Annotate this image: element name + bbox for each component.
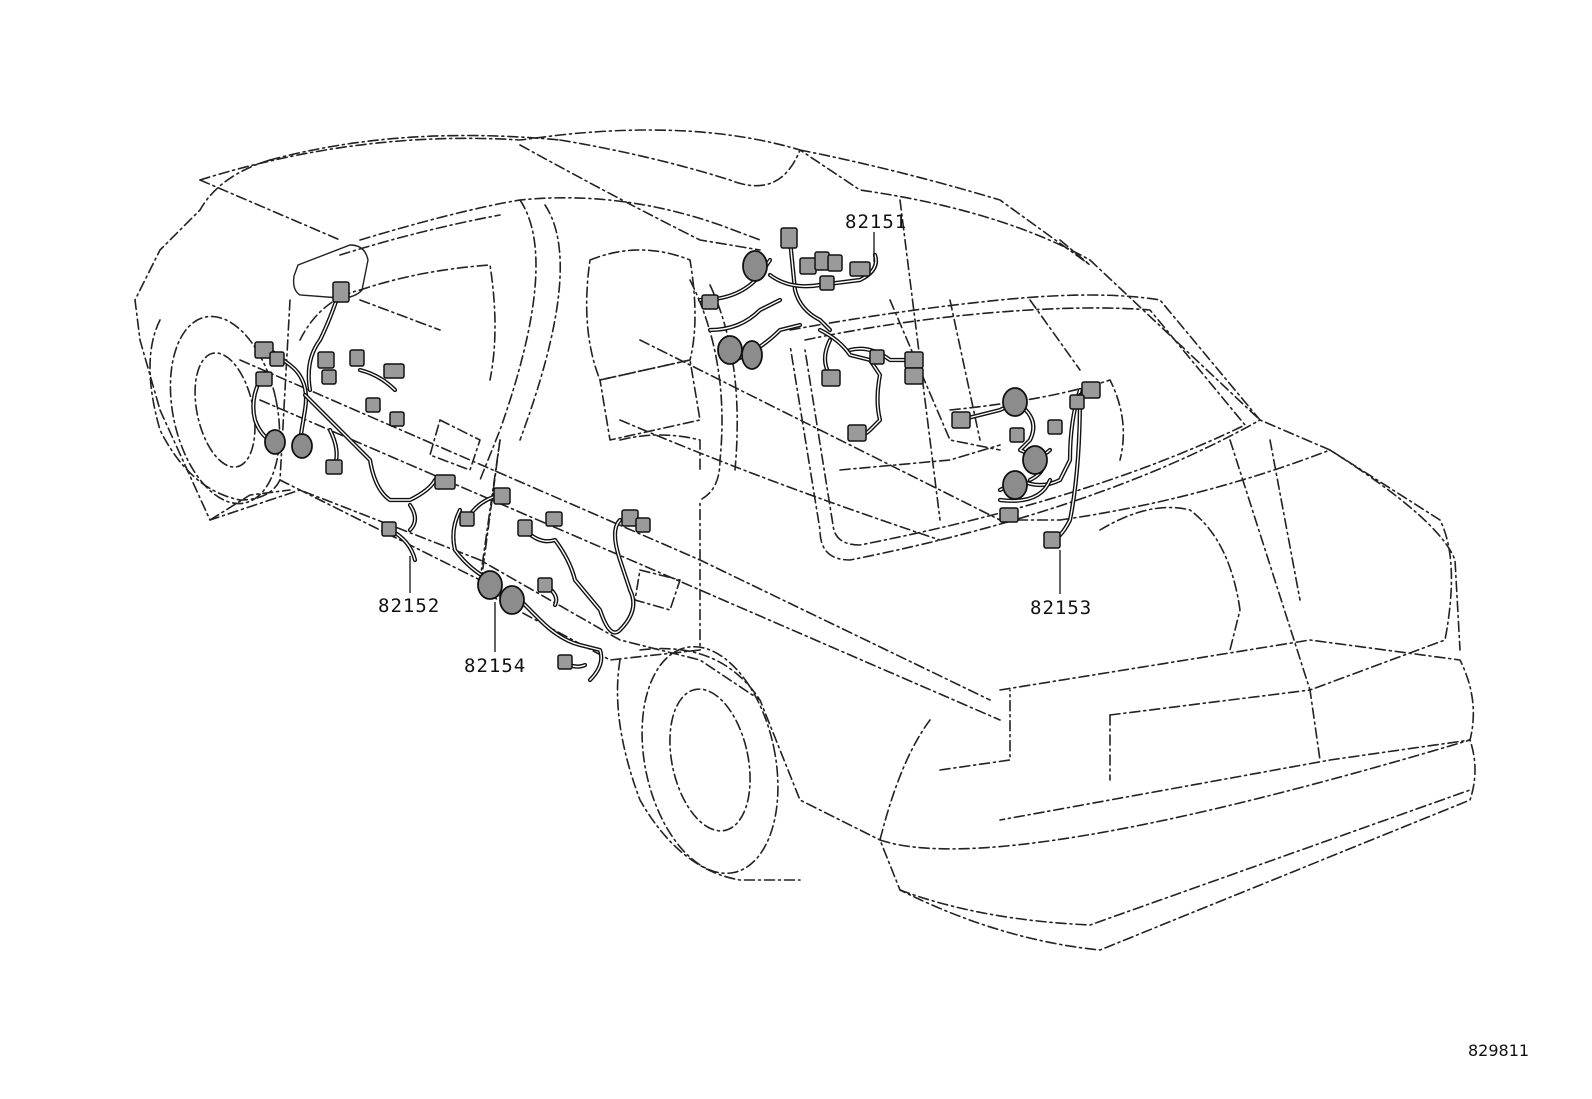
figure-reference-number: 829811 xyxy=(1468,1041,1529,1060)
callout-82152: 82152 xyxy=(378,595,440,617)
car-body-outline xyxy=(134,129,1476,951)
callout-82154: 82154 xyxy=(464,655,526,677)
harness-82154 xyxy=(451,487,651,683)
callout-82151: 82151 xyxy=(845,211,907,233)
leader-lines xyxy=(409,232,1061,652)
harness-82151 xyxy=(697,227,924,442)
harness-82153 xyxy=(951,381,1101,549)
harness-82152 xyxy=(251,281,456,563)
callout-82153: 82153 xyxy=(1030,597,1092,619)
